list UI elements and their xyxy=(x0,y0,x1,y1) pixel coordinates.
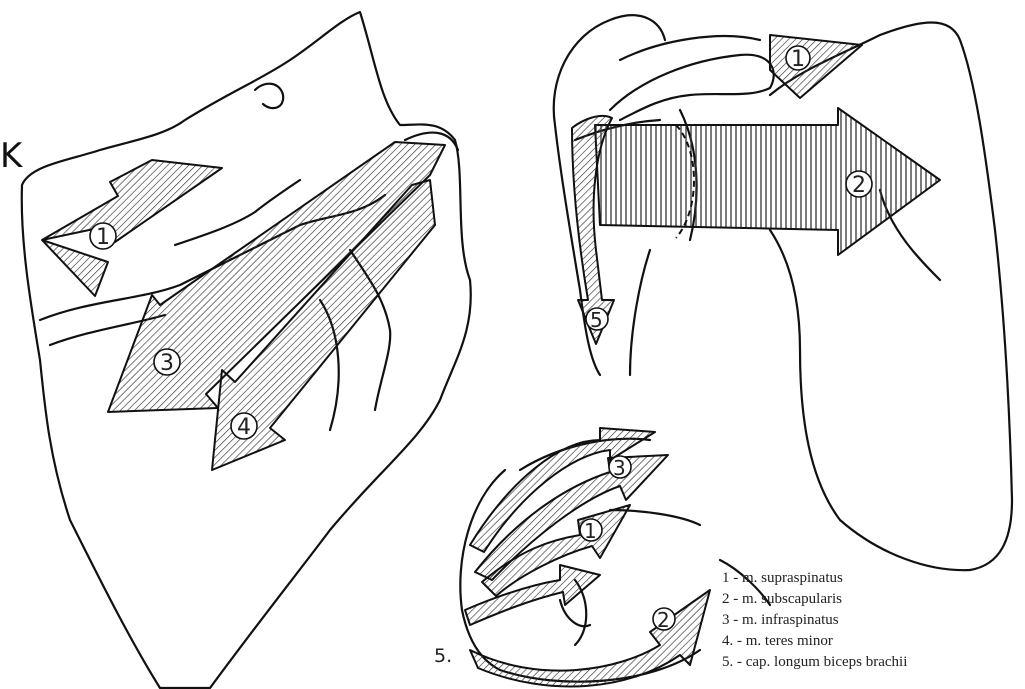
arrow-supraspinatus-anterior xyxy=(770,35,862,98)
superior-label-2: 2 xyxy=(657,608,670,632)
legend-item-4: 4. - m. teres minor xyxy=(722,633,833,649)
superior-label-1: 1 xyxy=(584,519,597,543)
anterior-scapula-outline xyxy=(770,23,1012,571)
superior-edge-label-5: 5. xyxy=(434,645,452,667)
anterior-label-5: 5 xyxy=(590,308,603,332)
arrow-supraspinatus-posterior xyxy=(42,160,222,296)
superior-label-3: 3 xyxy=(613,456,626,480)
edge-glyph: K xyxy=(0,136,24,176)
legend-item-3: 3 - m. infraspinatus xyxy=(722,612,839,628)
arrow-subscapularis-anterior xyxy=(595,108,940,255)
superior-arrows xyxy=(465,428,710,687)
legend-item-1: 1 - m. supraspinatus xyxy=(722,570,843,586)
posterior-label-3: 3 xyxy=(160,351,174,376)
anterior-label-2: 2 xyxy=(852,173,866,198)
legend: 1 - m. supraspinatus 2 - m. subscapulari… xyxy=(722,570,907,670)
legend-item-5: 5. - cap. longum biceps brachii xyxy=(722,654,907,670)
anterior-arrows xyxy=(572,35,940,344)
anterior-label-1: 1 xyxy=(791,47,805,72)
posterior-label-1: 1 xyxy=(96,225,110,250)
legend-item-2: 2 - m. subscapularis xyxy=(722,591,842,607)
posterior-label-4: 4 xyxy=(237,415,251,440)
